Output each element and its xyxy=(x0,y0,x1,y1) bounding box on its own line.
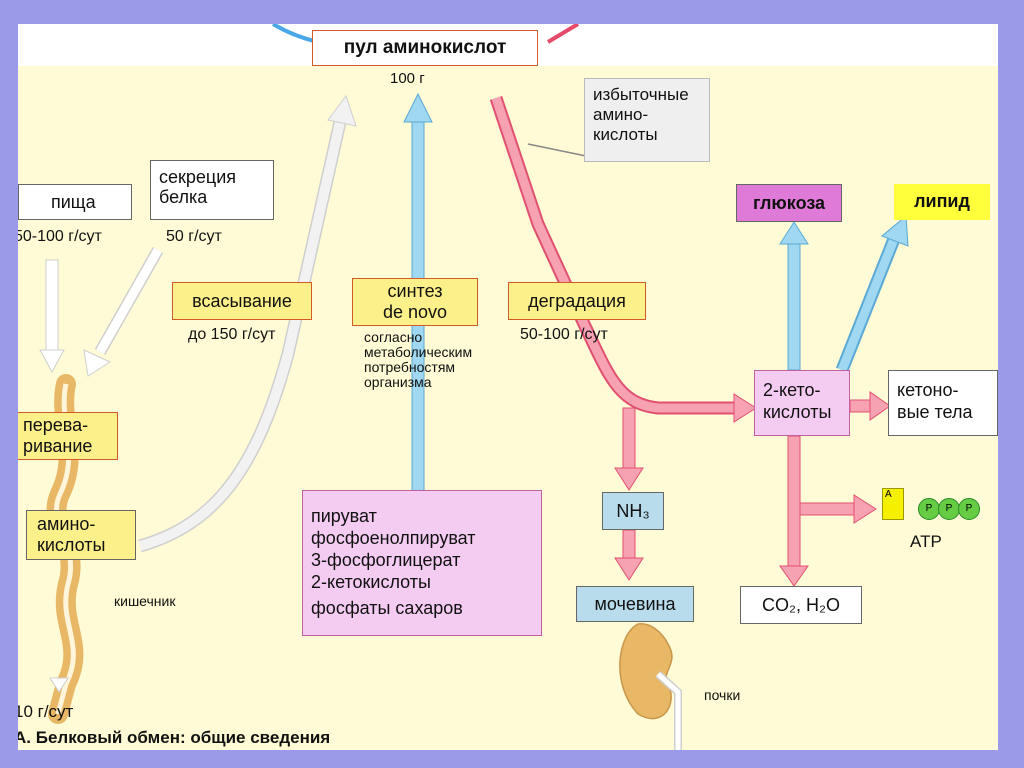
absorption-box: всасывание xyxy=(172,282,312,320)
food-rate: 50-100 г/сут xyxy=(18,228,102,245)
phosphate-2: P xyxy=(938,498,960,520)
diagram-canvas: пул аминокислот 100 г пища 50-100 г/сут … xyxy=(18,24,998,750)
excretion-arrow xyxy=(49,677,69,693)
secretion-arrow xyxy=(83,247,164,377)
urea-box: мочевина xyxy=(576,586,694,622)
excretion-rate: 10 г/сут xyxy=(18,702,74,721)
excess-line2: амино- xyxy=(593,105,649,124)
to-ketone-arrow xyxy=(849,391,891,421)
co2-h2o-box: CO₂, H₂O xyxy=(740,586,862,624)
to-lipid-arrow xyxy=(835,214,909,373)
digestion-box: перева- ривание xyxy=(18,412,118,460)
ketone-bodies-box: кетоно- вые тела xyxy=(888,370,998,436)
arrows-layer xyxy=(39,24,909,750)
adenosine-block: A xyxy=(882,488,904,520)
amino-acids-box: амино- кислоты xyxy=(26,510,136,560)
digestion-line2: ривание xyxy=(23,436,93,456)
ketoacids-box: 2-кето- кислоты xyxy=(754,370,850,436)
intestine-label: кишечник xyxy=(114,593,176,609)
precursor-3pg: 3-фосфоглицерат xyxy=(311,550,461,570)
atp-label: ATP xyxy=(910,532,942,551)
excess-line1: избыточные xyxy=(593,85,689,104)
lipid-box: липид xyxy=(894,184,990,220)
pool-amount: 100 г xyxy=(390,70,425,87)
excess-line3: кислоты xyxy=(593,125,658,144)
kidney-shape xyxy=(619,623,682,750)
phosphate-1: P xyxy=(918,498,940,520)
to-co2-arrow xyxy=(779,435,809,587)
amino-acid-pool-box: пул аминокислот xyxy=(312,30,538,66)
secretion-box: секреция белка xyxy=(150,160,274,220)
ammonia-box: NH₃ xyxy=(602,492,664,530)
secretion-line2: белка xyxy=(159,187,208,207)
to-urea-arrow xyxy=(614,529,644,581)
kidneys-label: почки xyxy=(704,687,741,703)
synthesis-box: синтез de novo xyxy=(352,278,478,326)
synthesis-note-1: согласно xyxy=(364,329,423,345)
degradation-arrow xyxy=(489,95,757,423)
food-arrow xyxy=(39,259,65,374)
synthesis-note-4: организма xyxy=(364,374,432,390)
synthesis-line2: de novo xyxy=(382,302,448,322)
precursor-pyruvate: пируват xyxy=(311,506,377,526)
excess-amino-acids-box: избыточные амино- кислоты xyxy=(584,78,710,162)
atp-icon: A P P P xyxy=(882,488,986,524)
phosphate-3: P xyxy=(958,498,980,520)
degradation-box: деградация xyxy=(508,282,646,320)
absorption-rate: до 150 г/сут xyxy=(188,326,276,343)
synthesis-note: согласно метаболическим потребностям орг… xyxy=(364,330,472,390)
ketoacids-line1: 2-кето- xyxy=(763,380,821,400)
synthesis-note-2: метаболическим xyxy=(364,344,473,360)
digestion-line1: перева- xyxy=(23,415,89,435)
absorption-arrow xyxy=(138,94,357,553)
precursor-ketoacids: 2-кетокислоты xyxy=(311,572,431,592)
to-nh3-arrow xyxy=(614,407,644,491)
ketone-line2: вые тела xyxy=(897,402,973,422)
ketoacids-line2: кислоты xyxy=(763,402,832,422)
degradation-rate: 50-100 г/сут xyxy=(520,326,608,343)
amino-acids-line2: кислоты xyxy=(37,535,106,555)
secretion-rate: 50 г/сут xyxy=(166,228,222,245)
precursors-box: пируват фосфоенолпируват 3-фосфоглицерат… xyxy=(302,490,542,636)
to-atp-arrow xyxy=(799,494,877,524)
precursor-sugar-phosphates: фосфаты сахаров xyxy=(311,598,463,618)
precursor-pep: фосфоенолпируват xyxy=(311,528,476,548)
synthesis-line1: синтез xyxy=(387,281,443,301)
food-box: пища xyxy=(18,184,132,220)
figure-caption: А. Белковый обмен: общие сведения xyxy=(18,728,331,747)
glucose-box: глюкоза xyxy=(736,184,842,222)
synthesis-note-3: потребностям xyxy=(364,359,456,375)
secretion-line1: секреция xyxy=(159,167,237,187)
top-pink-arc xyxy=(546,24,580,44)
amino-acids-line1: амино- xyxy=(37,514,96,534)
ketone-line1: кетоно- xyxy=(897,380,959,400)
to-glucose-arrow xyxy=(779,221,809,371)
